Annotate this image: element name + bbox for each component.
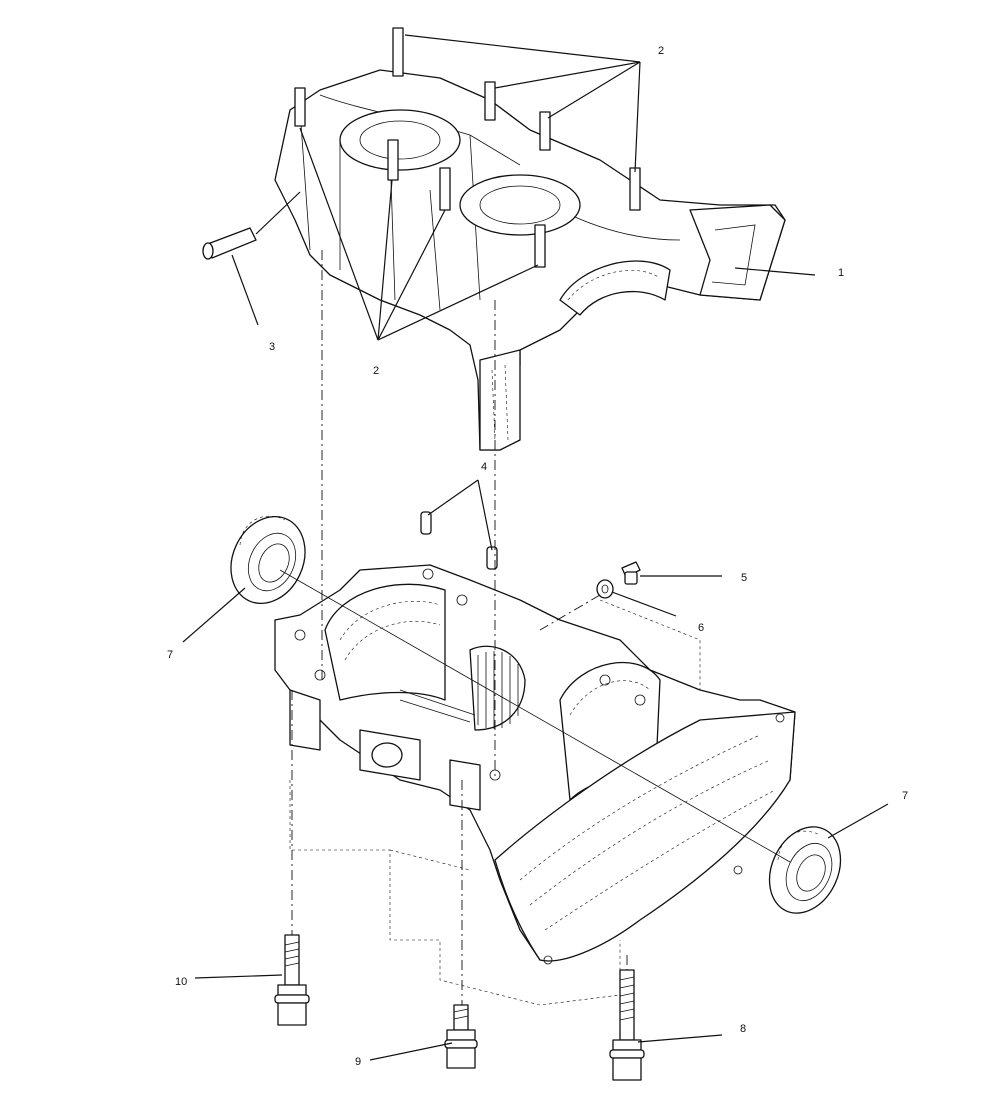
- callout-8: 8: [740, 1023, 746, 1035]
- washer-part-6: [596, 579, 614, 599]
- callout-7-left: 7: [167, 649, 173, 661]
- callout-2-bottom: 2: [373, 365, 379, 377]
- bolt-part-5: [621, 561, 641, 585]
- upper-crankcase: [274, 27, 786, 451]
- lower-crankcase: [274, 564, 796, 1006]
- seal-left: [230, 515, 306, 605]
- bolt-part-10: [274, 934, 310, 1026]
- callout-2-top: 2: [658, 45, 664, 57]
- callout-4: 4: [481, 461, 487, 473]
- callout-3: 3: [269, 341, 275, 353]
- seal-right: [768, 826, 842, 914]
- fitting-part-3: [202, 191, 301, 260]
- callout-1: 1: [838, 267, 844, 279]
- leader-lines: [182, 34, 889, 1061]
- callout-9: 9: [355, 1056, 361, 1068]
- seal-axis-line: [279, 569, 791, 863]
- gear-teeth: [399, 645, 526, 731]
- bolt-part-8: [609, 969, 645, 1081]
- assembly-lines: [291, 250, 628, 1005]
- bolt-part-9: [444, 1004, 478, 1069]
- callout-10: 10: [175, 976, 187, 988]
- callout-5: 5: [741, 572, 747, 584]
- callout-7-right: 7: [902, 790, 908, 802]
- callout-labels: 1 2 2 3 4 5 6 7 7 8 9 10: [167, 45, 908, 1068]
- callout-6: 6: [698, 622, 704, 634]
